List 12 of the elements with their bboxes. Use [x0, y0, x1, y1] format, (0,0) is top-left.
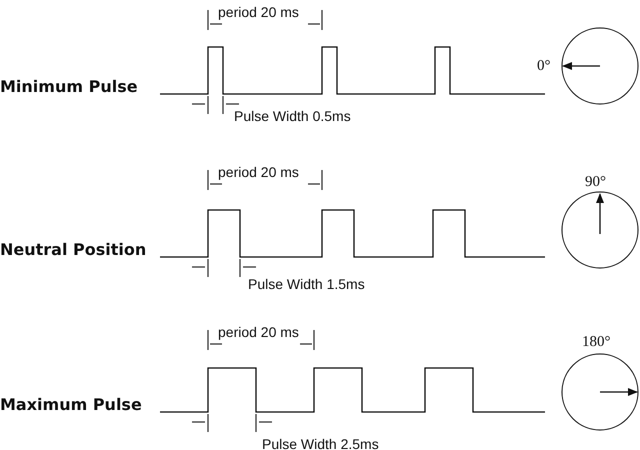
angle-label: 180°: [582, 334, 610, 350]
row-title: Minimum Pulse: [0, 79, 138, 95]
row-title: Maximum Pulse: [0, 397, 142, 413]
angle-label: 0°: [537, 58, 550, 74]
dimension-label: period 20 ms: [218, 4, 299, 20]
dimension-label: period 20 ms: [218, 324, 299, 340]
dimension-label: Pulse Width 1.5ms: [248, 276, 365, 292]
dimension-label: period 20 ms: [218, 164, 299, 180]
row-title: Neutral Position: [0, 242, 146, 258]
dimension-label: Pulse Width 2.5ms: [262, 436, 379, 450]
angle-label: 90°: [585, 174, 606, 190]
dimension-label: Pulse Width 0.5ms: [234, 108, 351, 124]
